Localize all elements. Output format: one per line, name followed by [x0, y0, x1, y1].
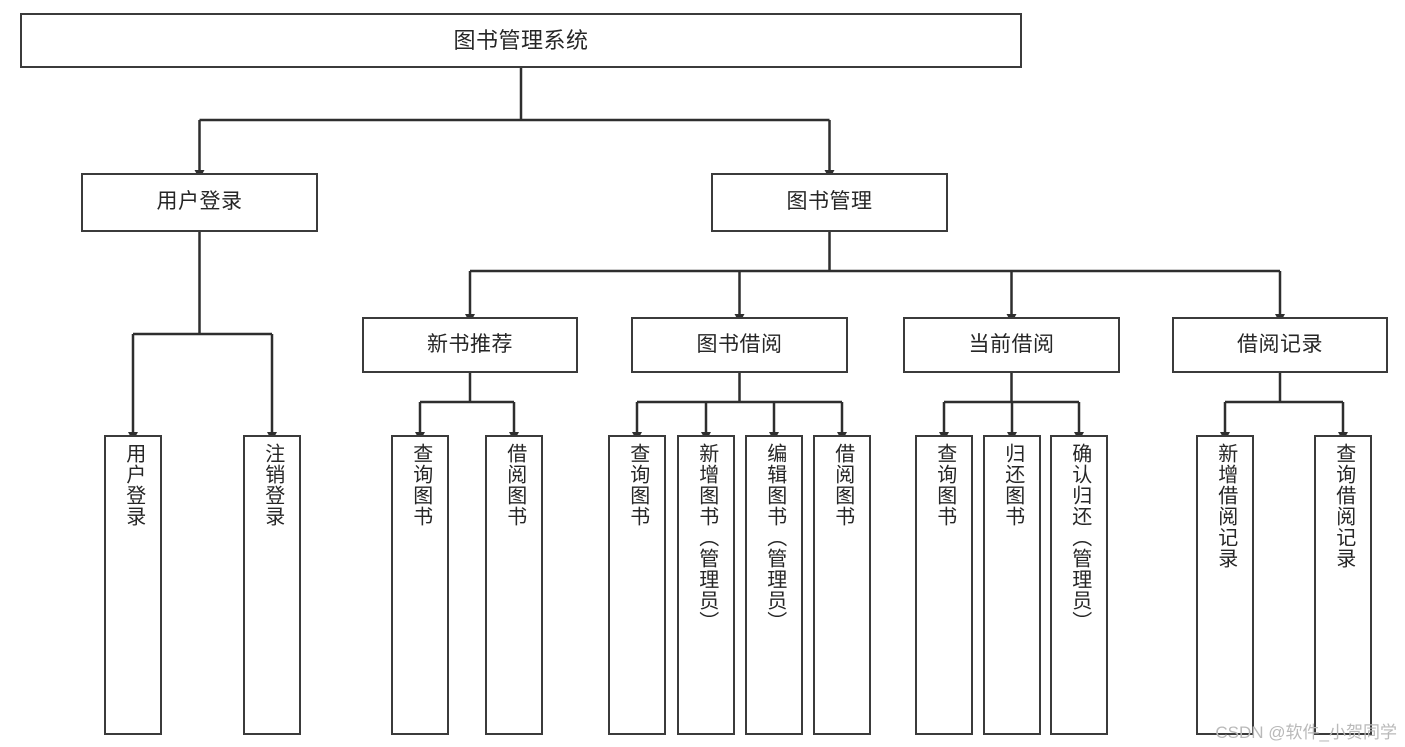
node-label: 新书推荐: [427, 332, 513, 356]
node-root[interactable]: 图书管理系统: [20, 13, 1022, 68]
node-leaf-add-book[interactable]: 新增图书（管理员）: [677, 435, 735, 735]
node-label: 查询图书: [933, 443, 956, 527]
node-label: 借阅图书: [503, 443, 526, 527]
node-leaf-return-book[interactable]: 归还图书: [983, 435, 1041, 735]
node-label: 注销登录: [261, 443, 284, 527]
node-label: 当前借阅: [968, 332, 1055, 356]
node-leaf-query-book-1[interactable]: 查询图书: [391, 435, 449, 735]
node-label: 图书管理系统: [453, 27, 589, 53]
node-current-borrow[interactable]: 当前借阅: [903, 317, 1120, 373]
node-leaf-user-login[interactable]: 用户登录: [104, 435, 162, 735]
node-label: 图书借阅: [696, 332, 783, 356]
node-leaf-query-book-3[interactable]: 查询图书: [915, 435, 973, 735]
node-leaf-edit-book[interactable]: 编辑图书（管理员）: [745, 435, 803, 735]
node-new-book-rec[interactable]: 新书推荐: [362, 317, 578, 373]
node-leaf-user-logout[interactable]: 注销登录: [243, 435, 301, 735]
node-book-manage[interactable]: 图书管理: [711, 173, 948, 232]
node-leaf-borrow-book-2[interactable]: 借阅图书: [813, 435, 871, 735]
node-leaf-borrow-book-1[interactable]: 借阅图书: [485, 435, 543, 735]
node-user-login[interactable]: 用户登录: [81, 173, 318, 232]
node-label: 确认归还（管理员）: [1068, 443, 1091, 632]
edges: [128, 68, 1348, 441]
node-label: 用户登录: [122, 443, 145, 527]
node-label: 查询图书: [626, 443, 649, 527]
node-label: 新增图书（管理员）: [695, 443, 718, 632]
node-leaf-query-record[interactable]: 查询借阅记录: [1314, 435, 1372, 735]
node-leaf-query-book-2[interactable]: 查询图书: [608, 435, 666, 735]
node-leaf-add-record[interactable]: 新增借阅记录: [1196, 435, 1254, 735]
node-label: 编辑图书（管理员）: [763, 443, 786, 632]
node-label: 查询图书: [409, 443, 432, 527]
node-label: 归还图书: [1001, 443, 1024, 527]
node-leaf-confirm-return[interactable]: 确认归还（管理员）: [1050, 435, 1108, 735]
node-borrow-record[interactable]: 借阅记录: [1172, 317, 1388, 373]
node-label: 查询借阅记录: [1332, 443, 1355, 569]
node-label: 借阅记录: [1237, 332, 1323, 356]
node-label: 借阅图书: [831, 443, 854, 527]
node-label: 用户登录: [156, 190, 243, 214]
watermark: CSDN @软件_小贺同学: [1215, 723, 1397, 742]
node-label: 新增借阅记录: [1214, 443, 1237, 569]
node-book-borrow[interactable]: 图书借阅: [631, 317, 848, 373]
node-label: 图书管理: [786, 190, 873, 214]
